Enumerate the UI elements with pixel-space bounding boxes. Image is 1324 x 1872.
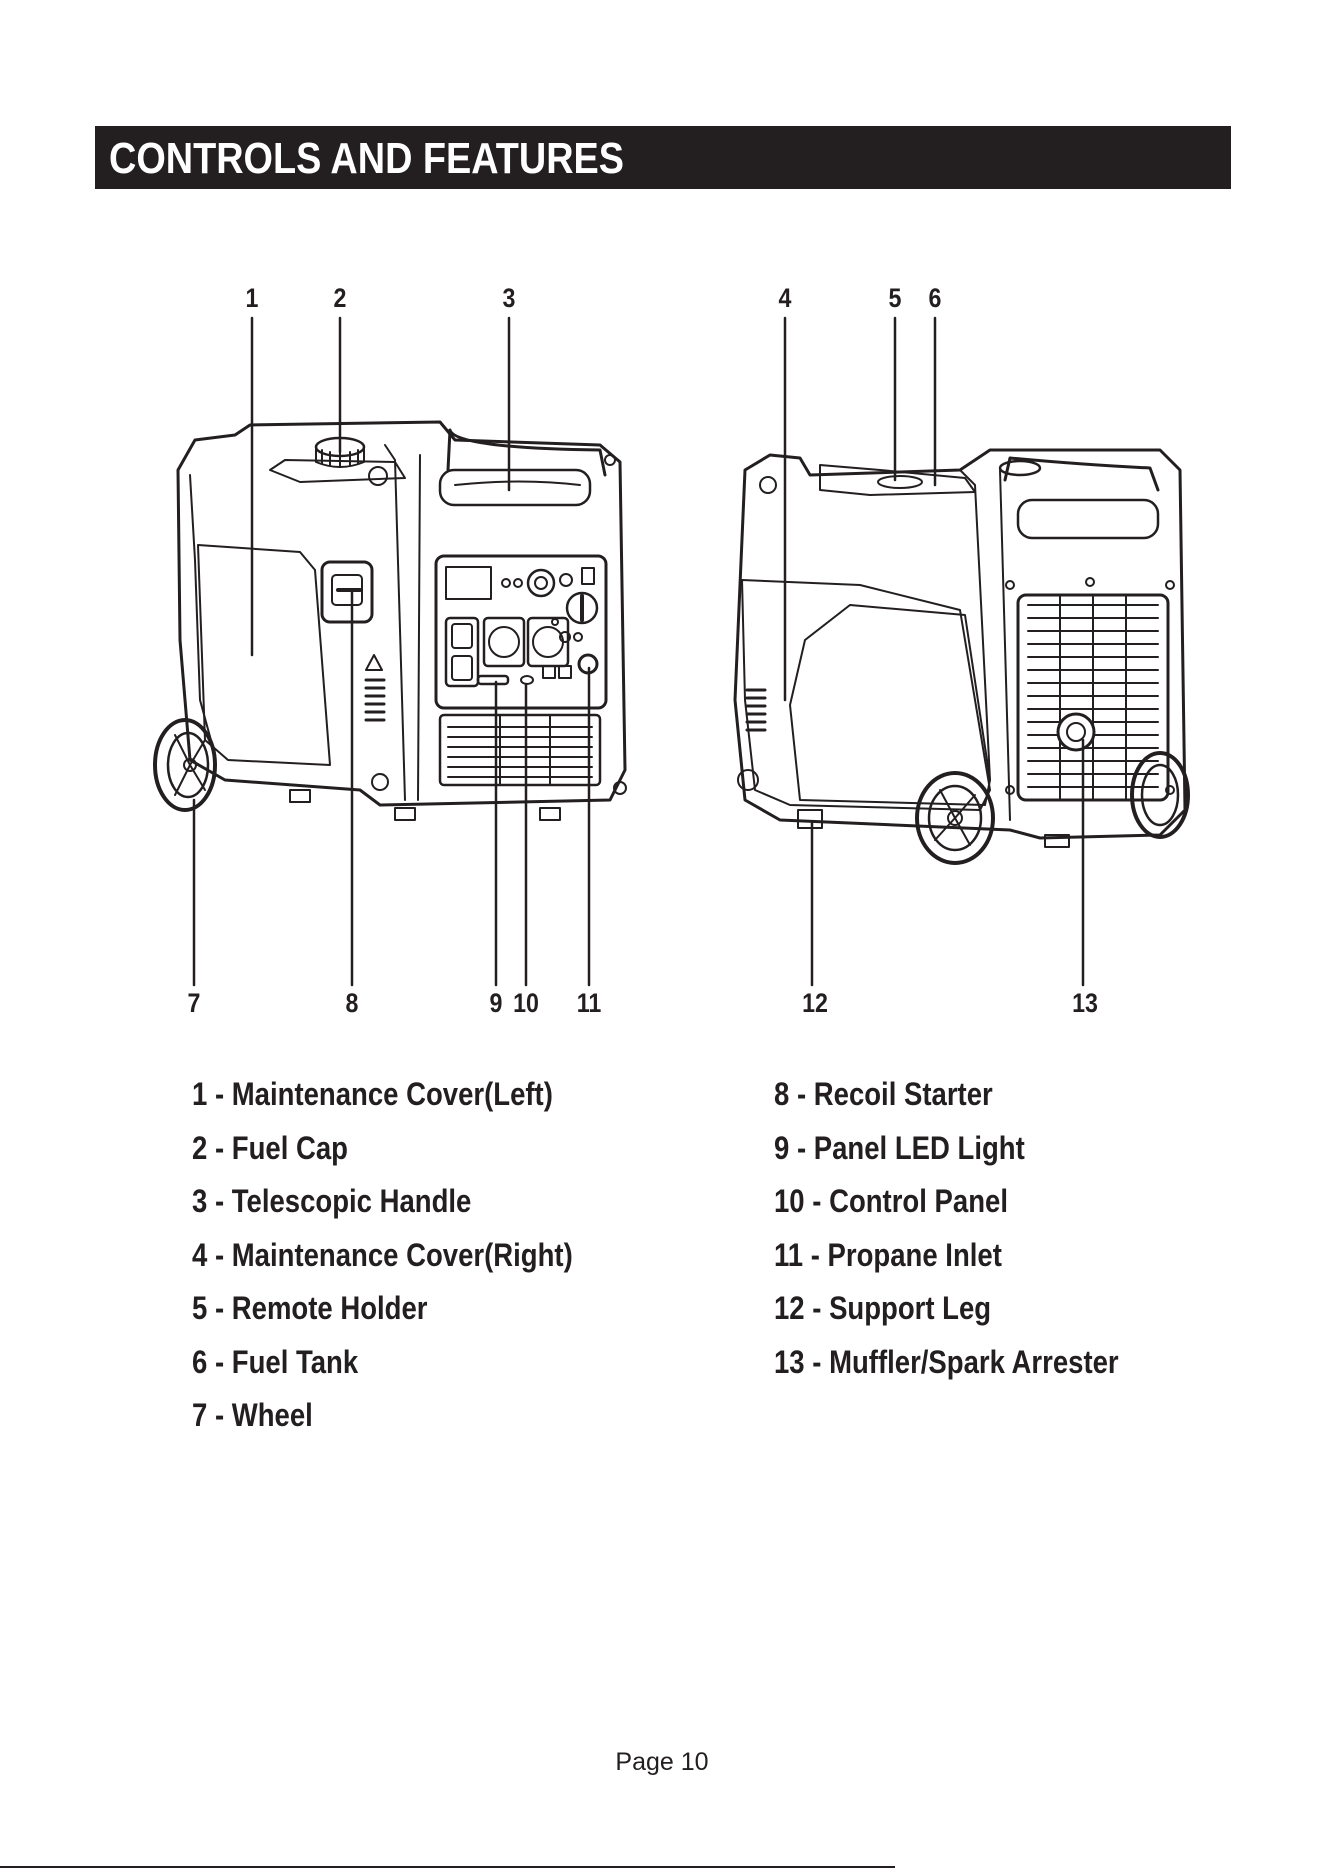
section-title: CONTROLS AND FEATURES (109, 134, 625, 183)
callout-6: 6 (928, 283, 942, 313)
callout-8: 8 (345, 988, 359, 1018)
legend-item: 11 - Propane Inlet (774, 1236, 1002, 1273)
callout-3: 3 (502, 283, 516, 313)
generator-diagram (153, 316, 1190, 987)
legend-right-column: 8 - Recoil Starter 9 - Panel LED Light 1… (774, 1068, 1175, 1389)
legend-item: 12 - Support Leg (774, 1290, 992, 1326)
legend-item: 6 - Fuel Tank (192, 1343, 359, 1380)
callout-2: 2 (333, 283, 347, 313)
callout-9: 9 (489, 988, 503, 1018)
legend-item: 5 - Remote Holder (192, 1290, 428, 1326)
callout-12: 12 (802, 988, 828, 1018)
legend-item: 8 - Recoil Starter (774, 1076, 993, 1112)
callout-5: 5 (888, 283, 902, 313)
legend-item: 2 - Fuel Cap (192, 1129, 348, 1166)
callout-1: 1 (245, 283, 259, 313)
bottom-rule (0, 1866, 895, 1868)
callout-10: 10 (513, 988, 539, 1018)
legend-item: 3 - Telescopic Handle (192, 1183, 472, 1219)
callout-7: 7 (187, 988, 201, 1018)
legend-item: 7 - Wheel (192, 1397, 313, 1433)
callout-4: 4 (778, 283, 792, 313)
callout-11: 11 (576, 988, 602, 1018)
page-number: Page 10 (615, 1748, 709, 1776)
generator-rear-view (733, 448, 1190, 865)
legend-item: 13 - Muffler/Spark Arrester (774, 1343, 1119, 1380)
legend-item: 4 - Maintenance Cover(Right) (192, 1236, 573, 1273)
legend-left-column: 1 - Maintenance Cover(Left) 2 - Fuel Cap… (192, 1068, 635, 1443)
section-header-bar: CONTROLS AND FEATURES (95, 126, 1231, 189)
legend-item: 9 - Panel LED Light (774, 1129, 1025, 1166)
callout-13: 13 (1072, 988, 1098, 1018)
legend-item: 10 - Control Panel (774, 1183, 1008, 1219)
generator-front-view (153, 420, 627, 821)
legend-item: 1 - Maintenance Cover(Left) (192, 1076, 553, 1112)
callout-leader-lines (192, 316, 1085, 987)
